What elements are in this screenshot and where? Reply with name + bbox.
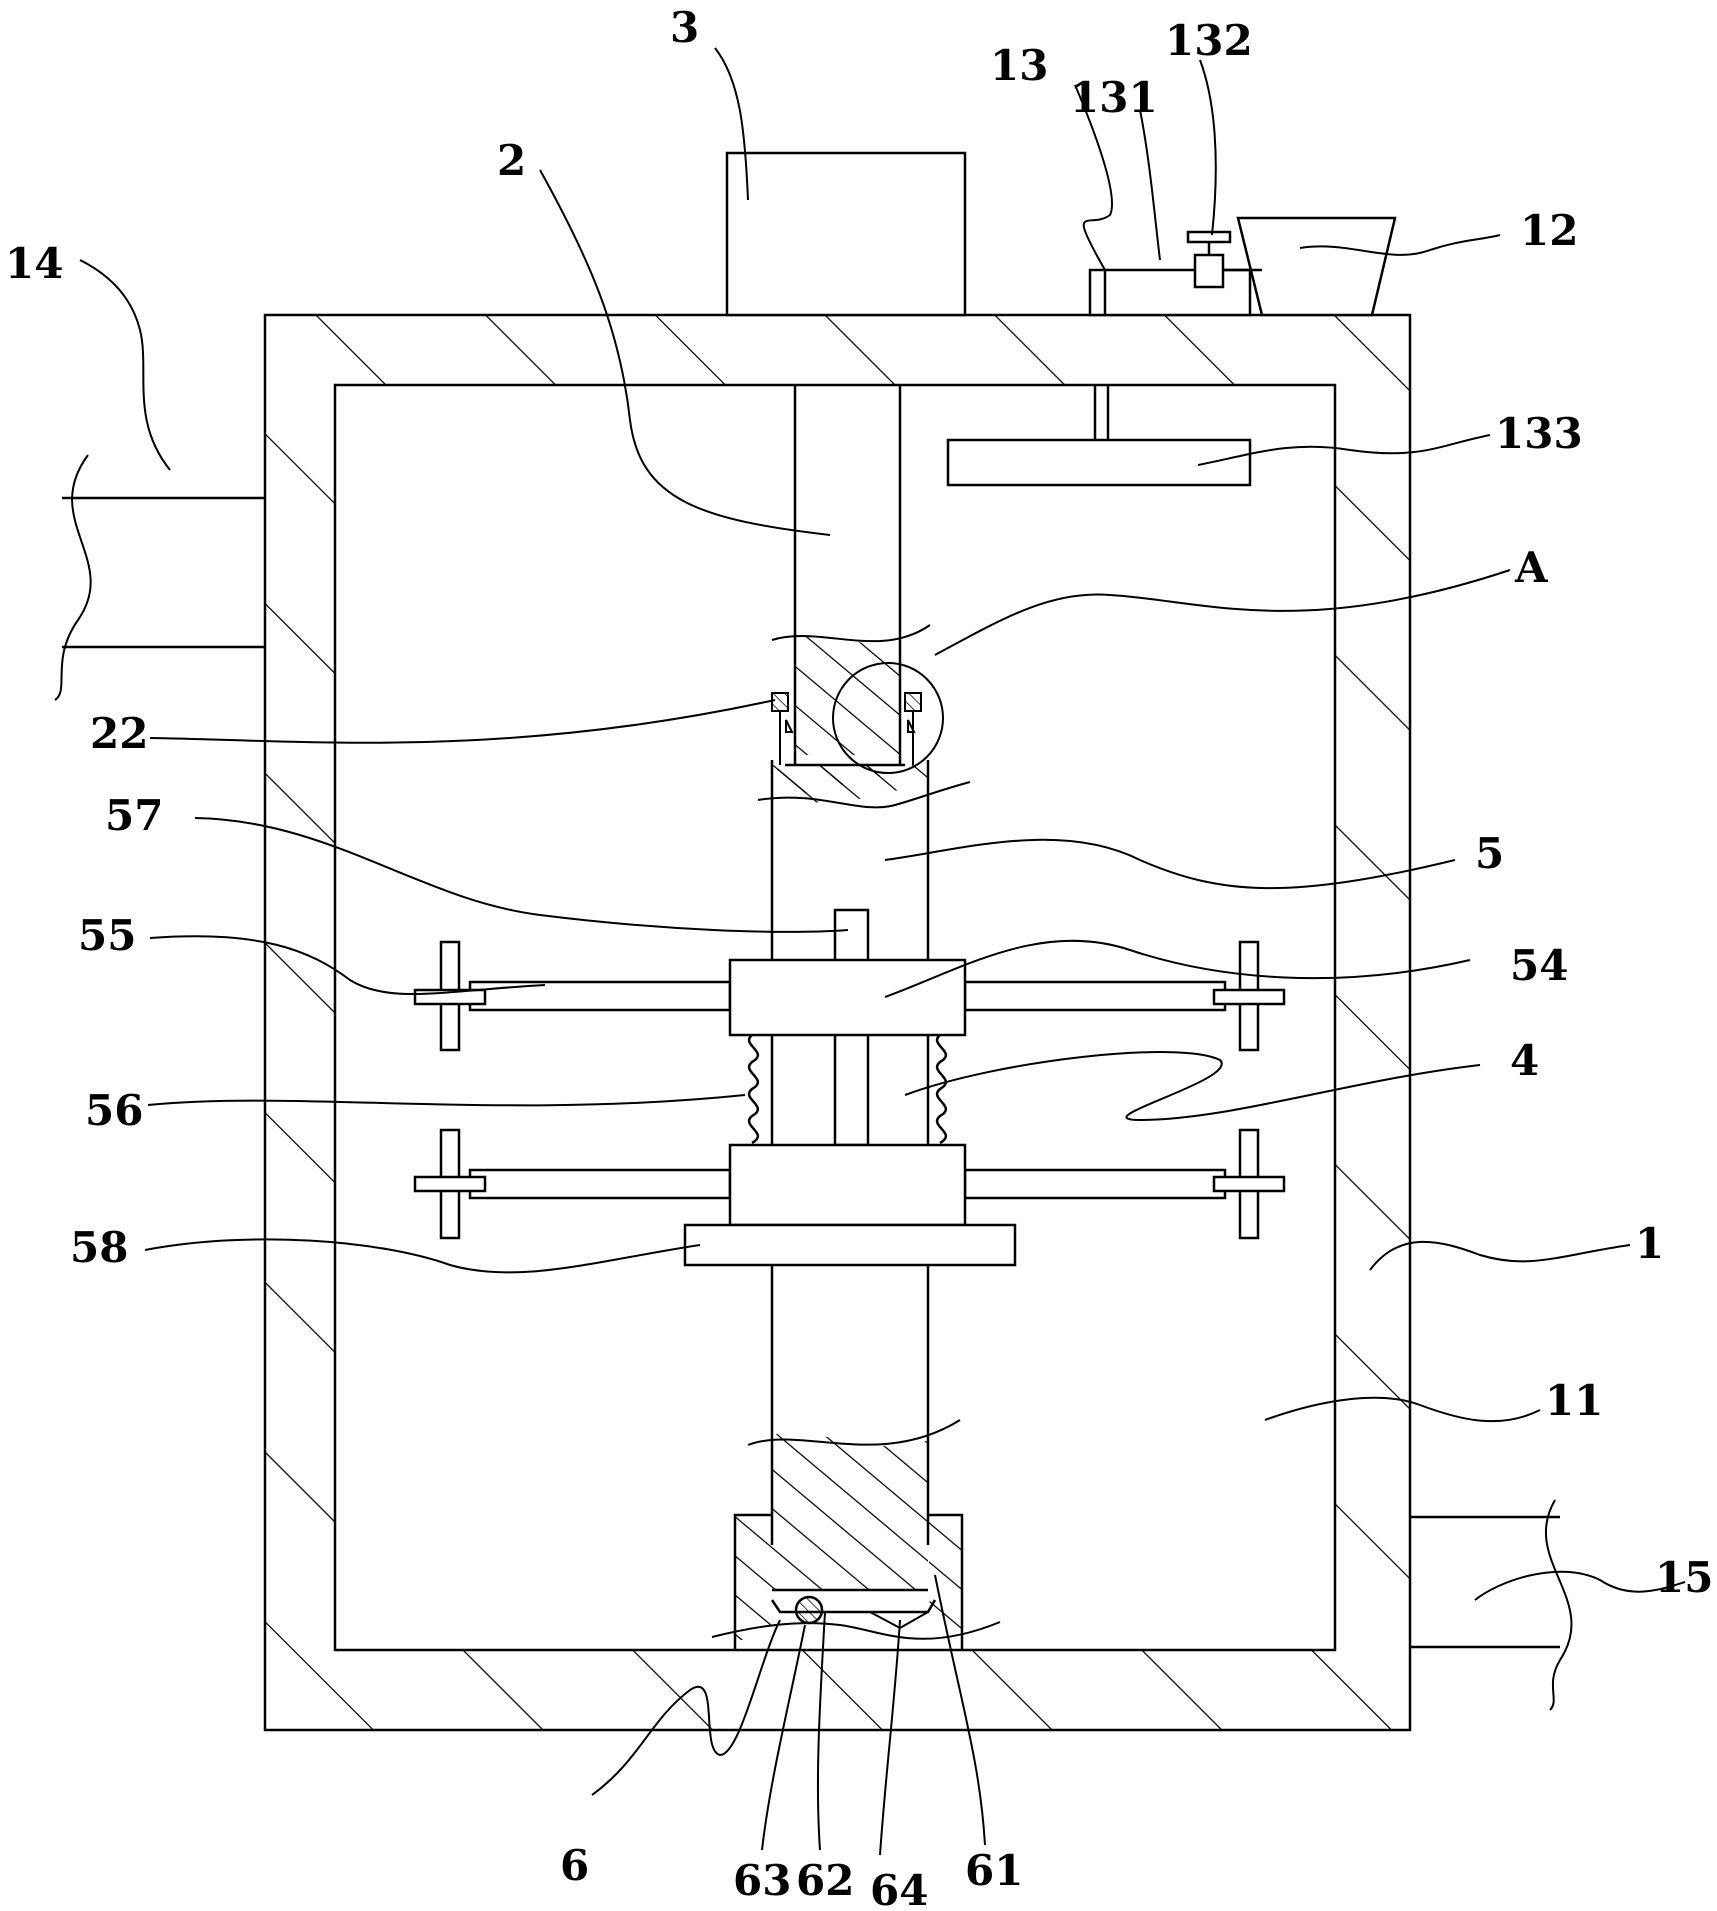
leader-61	[934, 1574, 986, 1846]
upper-stirring-arms	[413, 940, 1286, 1052]
label-6: 6	[560, 1841, 589, 1890]
bottom-seat	[711, 1513, 1001, 1650]
label-a: A	[1514, 543, 1549, 592]
spray-assembly	[946, 230, 1262, 487]
label-133: 133	[1495, 409, 1583, 458]
leader-14	[79, 259, 171, 471]
label-11: 11	[1545, 1376, 1603, 1425]
leader-56	[147, 1094, 746, 1107]
springs	[747, 1034, 948, 1145]
leader-12	[1299, 234, 1501, 256]
labels: 3 13 132 131 2 12 14 133 A 22 57 5 55 54…	[5, 3, 1713, 1911]
label-64: 64	[870, 1866, 928, 1911]
leader-1	[1369, 1240, 1631, 1271]
label-61: 61	[965, 1846, 1023, 1895]
label-62: 62	[796, 1856, 854, 1905]
leader-15	[1474, 1570, 1686, 1601]
label-57: 57	[105, 791, 163, 840]
label-58: 58	[70, 1223, 128, 1272]
label-22: 22	[90, 709, 148, 758]
leader-lines	[79, 47, 1686, 1856]
feed-hopper	[1236, 216, 1397, 317]
label-1: 1	[1635, 1219, 1664, 1268]
column-lower-section	[747, 1419, 961, 1592]
leader-58	[144, 1238, 701, 1274]
label-3: 3	[670, 3, 699, 52]
leader-55	[149, 935, 546, 995]
lower-stirring-arms	[413, 1128, 1286, 1240]
leader-2	[539, 169, 831, 536]
inlet-pipe	[54, 454, 265, 701]
label-14: 14	[5, 239, 63, 288]
leader-6	[591, 1619, 781, 1796]
spray-head	[946, 438, 1252, 487]
leader-13	[1074, 84, 1113, 271]
support-plate	[683, 1223, 1017, 1267]
label-54: 54	[1510, 941, 1568, 990]
label-131: 131	[1070, 73, 1158, 122]
leader-64	[879, 1619, 901, 1856]
leader-3	[714, 47, 749, 201]
leader-a	[934, 569, 1511, 656]
leader-132	[1199, 59, 1217, 236]
label-63: 63	[733, 1856, 791, 1905]
leader-5	[884, 838, 1456, 890]
label-132: 132	[1165, 16, 1253, 65]
leader-57	[194, 817, 849, 933]
leader-133	[1197, 434, 1491, 466]
label-12: 12	[1520, 206, 1578, 255]
leader-131	[1139, 109, 1161, 261]
leader-4	[904, 1051, 1481, 1122]
ball	[794, 1595, 824, 1625]
label-56: 56	[85, 1086, 143, 1135]
leader-62	[816, 1611, 826, 1851]
outlet-pipe	[1410, 1499, 1573, 1711]
label-5: 5	[1475, 829, 1504, 878]
leader-11	[1264, 1396, 1541, 1423]
leader-22	[149, 699, 776, 744]
label-55: 55	[78, 911, 136, 960]
leader-63	[761, 1624, 806, 1851]
label-4: 4	[1510, 1036, 1539, 1085]
label-13: 13	[990, 41, 1048, 90]
motor	[725, 151, 967, 317]
leader-54	[884, 939, 1471, 998]
label-15: 15	[1655, 1553, 1713, 1602]
label-2: 2	[497, 136, 526, 185]
